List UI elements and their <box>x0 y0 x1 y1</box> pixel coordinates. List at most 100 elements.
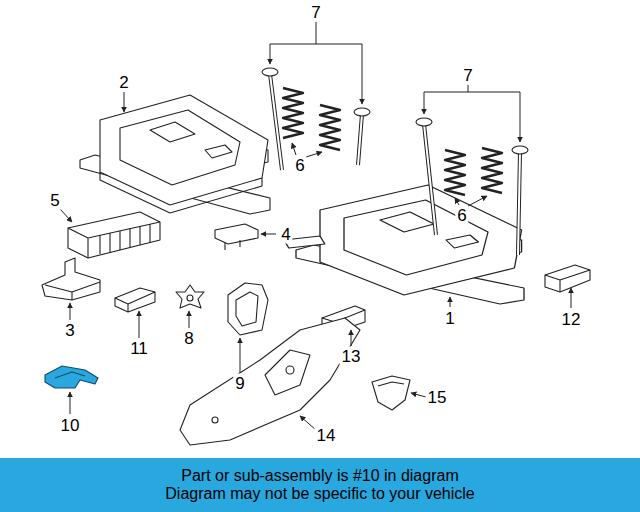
bolt <box>270 74 282 170</box>
leader-lines <box>424 92 425 114</box>
bracket <box>545 265 590 292</box>
leader-lines <box>124 92 125 112</box>
knob <box>176 285 204 308</box>
callout-number: 2 <box>117 73 130 92</box>
clip <box>215 224 258 250</box>
leader-lines <box>571 288 572 308</box>
seat-track-frame <box>284 185 524 304</box>
clip <box>215 224 258 244</box>
seat-track-frame <box>344 200 488 275</box>
leader-lines <box>70 303 71 320</box>
seat-track-frame <box>80 95 270 214</box>
callout-number: 6 <box>293 156 306 175</box>
callout-number: 4 <box>279 225 292 244</box>
cap <box>372 376 410 410</box>
seat-track-frame <box>120 110 240 185</box>
callout-number: 1 <box>443 309 456 328</box>
leader-lines <box>520 92 521 142</box>
info-band: Part or sub-assembly is #10 in diagramDi… <box>0 458 640 512</box>
leader-lines <box>60 209 72 222</box>
leader-lines <box>351 330 352 346</box>
leader-lines <box>455 198 459 205</box>
bolt <box>354 108 370 116</box>
callout-number: 11 <box>128 339 150 358</box>
seat-track-frame <box>205 145 232 158</box>
callout-number: 13 <box>340 347 363 366</box>
leader-lines <box>468 196 487 206</box>
switch-knob <box>228 283 268 335</box>
callout-number: 12 <box>560 310 583 329</box>
bolt <box>424 124 436 235</box>
spring <box>482 148 502 193</box>
cap <box>378 382 404 386</box>
callout-number: 15 <box>426 388 449 407</box>
leader-lines <box>70 392 71 414</box>
callout-number: 10 <box>59 416 82 435</box>
notice-text: Diagram may not be specific to your vehi… <box>165 485 474 503</box>
control-module <box>68 212 160 258</box>
switch-knob <box>236 292 258 326</box>
bolt <box>424 124 436 235</box>
control-module <box>100 224 150 254</box>
highlighted-part <box>55 372 85 378</box>
leader-lines <box>450 297 451 307</box>
bolt <box>416 118 432 126</box>
bracket <box>115 288 155 312</box>
leader-lines <box>411 393 426 397</box>
clip <box>225 240 240 250</box>
bracket <box>45 282 100 300</box>
leader-lines <box>261 234 276 235</box>
bracket <box>42 258 100 300</box>
control-module <box>68 222 160 258</box>
callout-number: 7 <box>461 66 474 85</box>
callout-number: 9 <box>233 374 246 393</box>
side-shield <box>180 318 360 445</box>
side-shield <box>180 318 360 445</box>
spring <box>320 105 340 150</box>
spring <box>283 88 502 195</box>
leader-lines <box>60 22 571 430</box>
highlighted-part <box>45 366 98 388</box>
spring <box>445 150 465 195</box>
callout-number: 6 <box>455 206 468 225</box>
callout-number: 7 <box>309 3 322 22</box>
leader-lines <box>362 44 363 104</box>
bolt <box>518 152 520 255</box>
switch-knob <box>228 283 268 335</box>
leader-lines <box>292 143 296 155</box>
leader-lines <box>424 85 520 92</box>
callout-number: 14 <box>315 426 338 445</box>
control-module <box>68 212 160 258</box>
callout-number: 3 <box>63 321 76 340</box>
bolt <box>518 152 520 255</box>
seat-track-frame <box>100 95 268 205</box>
bracket <box>545 270 590 292</box>
bolt <box>270 74 282 170</box>
leader-lines <box>139 311 140 338</box>
leader-lines <box>270 22 362 44</box>
seat-track-frame <box>150 122 195 142</box>
seat-track-frame <box>320 185 522 295</box>
knob <box>187 295 193 301</box>
knob <box>176 285 204 308</box>
cap <box>372 376 410 410</box>
bolt <box>358 114 362 165</box>
bracket <box>42 258 100 300</box>
bolt <box>358 114 362 165</box>
side-shield <box>286 366 294 374</box>
highlighted-part <box>45 366 98 388</box>
bolt <box>262 68 278 76</box>
leader-lines <box>270 44 271 64</box>
leader-lines <box>189 311 190 328</box>
leader-lines <box>306 152 322 157</box>
callout-number: 5 <box>48 191 61 210</box>
bolt <box>512 146 528 154</box>
bracket <box>115 292 155 312</box>
bracket <box>115 288 155 312</box>
seat-track-frame <box>380 212 434 232</box>
spring <box>283 88 303 138</box>
leader-lines <box>240 338 241 373</box>
callout-number: 8 <box>182 329 195 348</box>
bracket <box>545 265 590 292</box>
